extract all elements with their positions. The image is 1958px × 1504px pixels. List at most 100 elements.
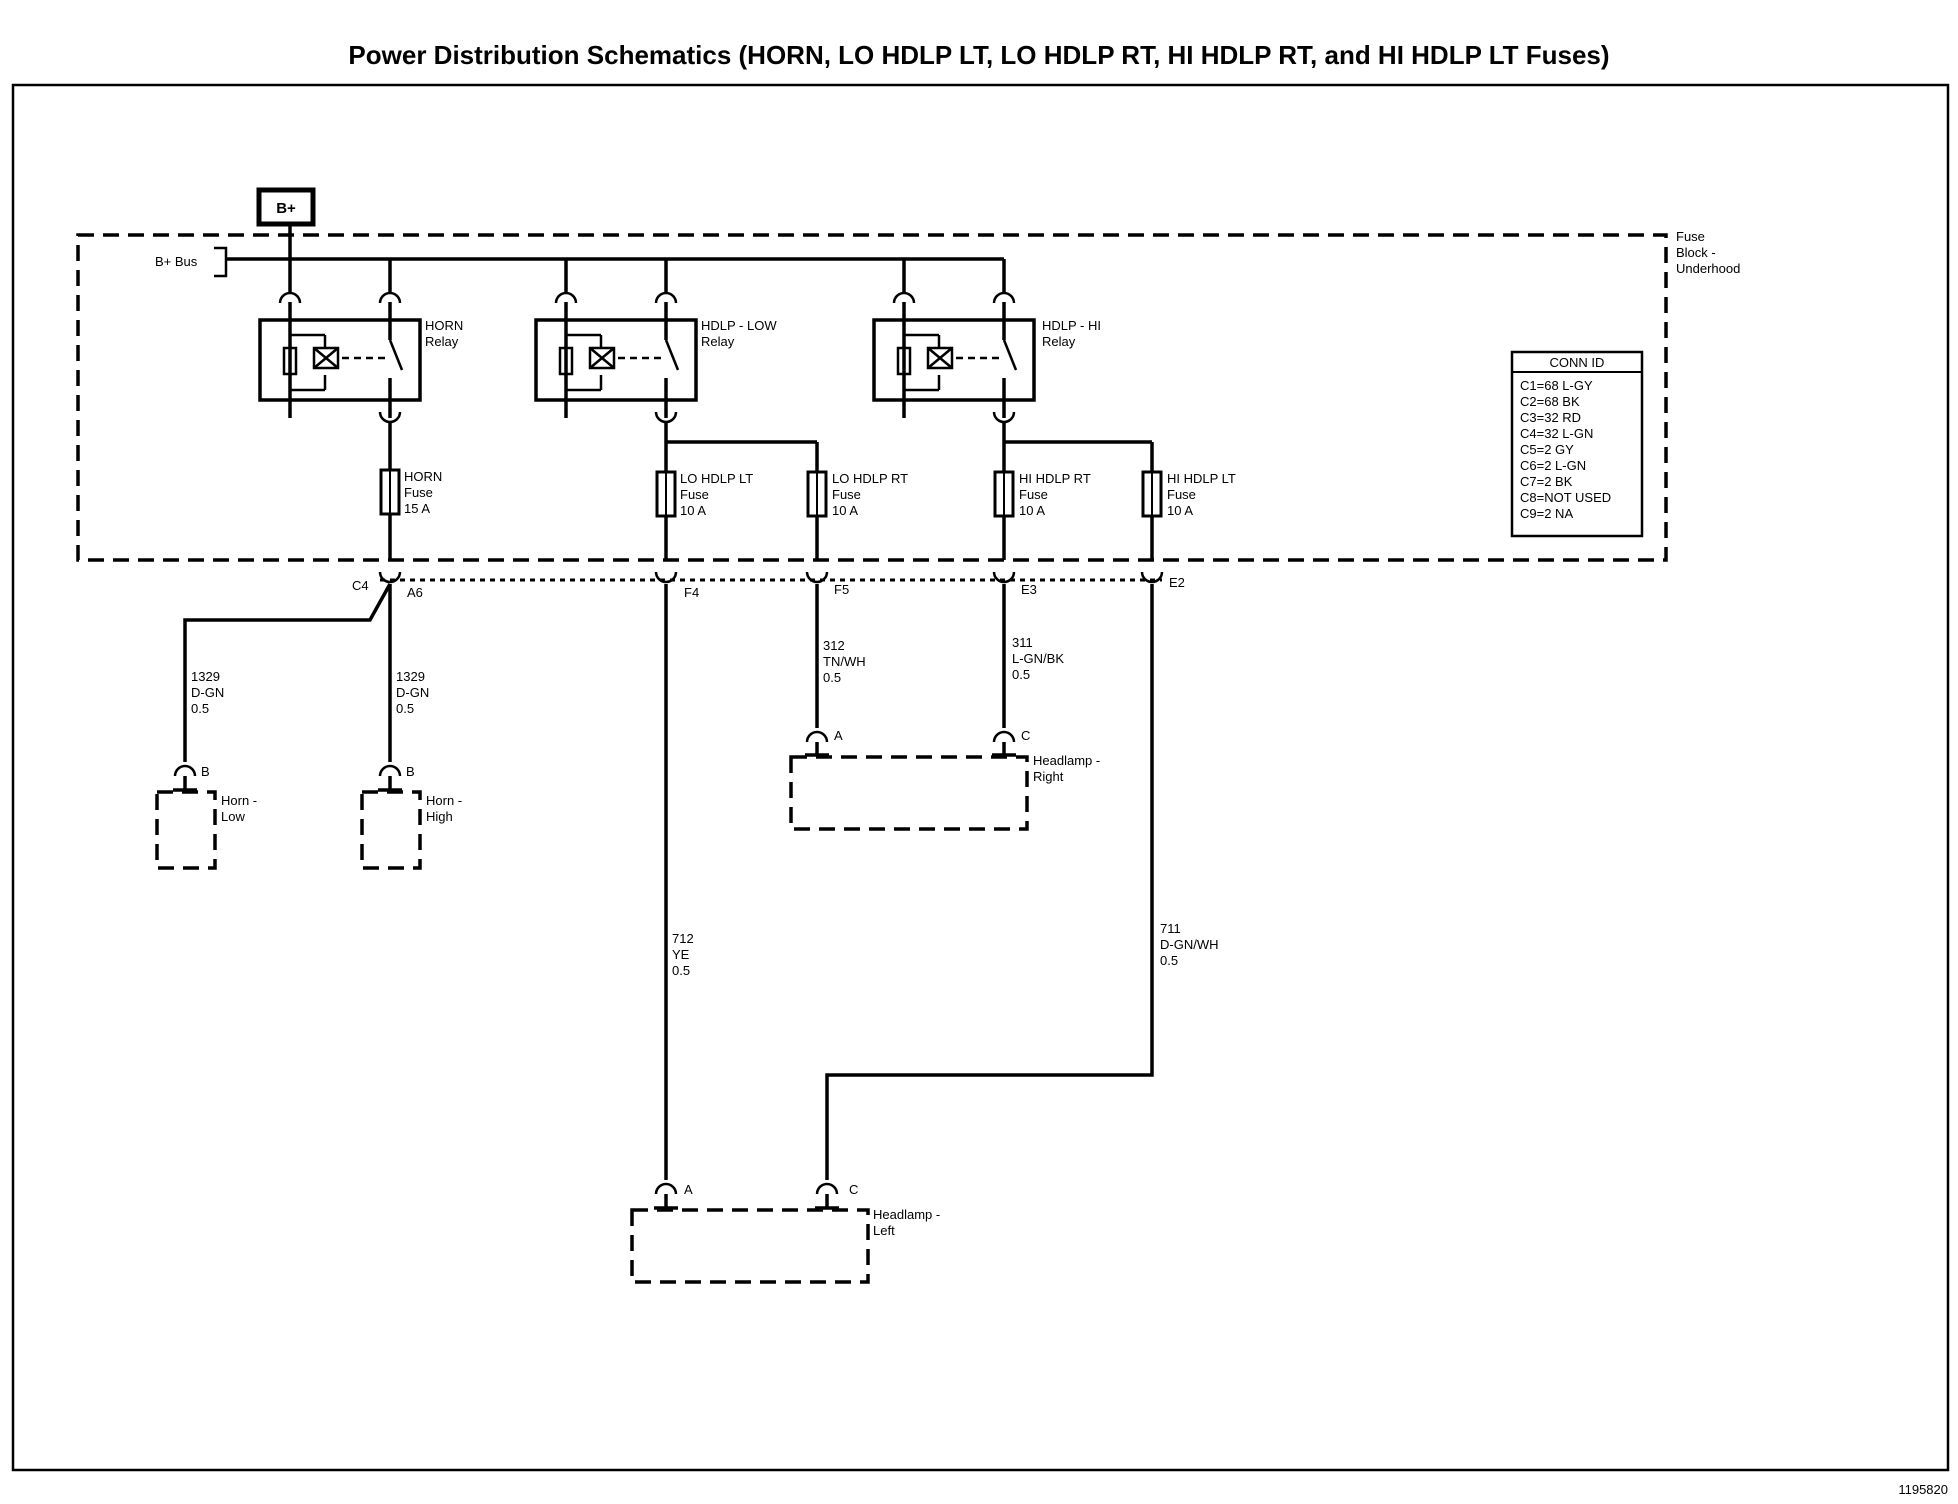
battery-source-label: B+ — [276, 200, 296, 217]
lo-hdlp-lt-fuse-type: Fuse — [680, 487, 709, 502]
wire-1329-low-circuit: 1329 — [191, 669, 220, 684]
pin-e2: E2 — [1169, 575, 1185, 590]
wire-312: 312 TN/WH 0.5 — [815, 584, 866, 728]
conn-id-row: C7=2 BK — [1520, 474, 1573, 489]
horn-low-pin: B — [201, 764, 210, 779]
conn-id-row: C6=2 L-GN — [1520, 458, 1586, 473]
conn-id-row: C5=2 GY — [1520, 442, 1574, 457]
conn-id-row: C4=32 L-GN — [1520, 426, 1593, 441]
headlamp-left-label-line1: Headlamp - — [873, 1207, 940, 1222]
lo-hdlp-rt-fuse-name: LO HDLP RT — [832, 471, 908, 486]
lo-hdlp-rt-fuse: LO HDLP RT Fuse 10 A — [806, 470, 908, 518]
figure-id: 1195820 — [1898, 1482, 1948, 1497]
horn-fuse-rating: 15 A — [404, 501, 430, 516]
wire-1329-low-color: D-GN — [191, 685, 224, 700]
horn-relay-label-line2: Relay — [425, 334, 459, 349]
wire-711: 711 D-GN/WH 0.5 — [825, 584, 1219, 1180]
wire-712-size: 0.5 — [672, 963, 690, 978]
wire-1329-horn-high: 1329 D-GN 0.5 — [388, 584, 429, 762]
hdlp-hi-relay-label-line2: Relay — [1042, 334, 1076, 349]
fuse-block-label-line1: Fuse — [1676, 229, 1705, 244]
wire-311-size: 0.5 — [1012, 667, 1030, 682]
hdlp-hi-relay-label-line1: HDLP - HI — [1042, 318, 1101, 333]
wire-311-circuit: 311 — [1012, 635, 1033, 650]
wire-1329-low-size: 0.5 — [191, 701, 209, 716]
horn-fuse-type: Fuse — [404, 485, 433, 500]
wire-312-size: 0.5 — [823, 670, 841, 685]
conn-id-row: C9=2 NA — [1520, 506, 1573, 521]
hi-hdlp-rt-fuse: HI HDLP RT Fuse 10 A — [993, 470, 1091, 518]
horn-low-label-line1: Horn - — [221, 793, 257, 808]
horn-low-label-line2: Low — [221, 809, 245, 824]
wire-1329-horn-low: 1329 D-GN 0.5 — [183, 583, 392, 762]
hi-hdlp-rt-fuse-name: HI HDLP RT — [1019, 471, 1091, 486]
horn-high-pin: B — [406, 764, 415, 779]
headlamp-right-pin-a: A — [834, 728, 843, 743]
fuse-block-label-line2: Block - — [1676, 245, 1716, 260]
fuse-block-label: Fuse Block - Underhood — [1676, 229, 1740, 276]
b-plus-bus: B+ Bus — [155, 246, 1016, 305]
headlamp-left-pin-c: C — [849, 1182, 858, 1197]
horn-low: B Horn - Low — [155, 764, 257, 870]
headlamp-right: A C Headlamp - Right — [789, 728, 1100, 831]
wire-711-size: 0.5 — [1160, 953, 1178, 968]
lo-hdlp-lt-fuse-name: LO HDLP LT — [680, 471, 753, 486]
hdlp-low-relay-label-line1: HDLP - LOW — [701, 318, 777, 333]
wire-712-circuit: 712 — [672, 931, 694, 946]
wire-711-color: D-GN/WH — [1160, 937, 1219, 952]
pin-e3: E3 — [1021, 582, 1037, 597]
headlamp-right-pin-c: C — [1021, 728, 1030, 743]
conn-id-row: C3=32 RD — [1520, 410, 1581, 425]
b-plus-bus-label: B+ Bus — [155, 254, 198, 269]
conn-id-row: C2=68 BK — [1520, 394, 1580, 409]
headlamp-left-label-line2: Left — [873, 1223, 895, 1238]
headlamp-left: A C Headlamp - Left — [630, 1182, 940, 1284]
horn-high: B Horn - High — [360, 764, 462, 870]
horn-fuse-name: HORN — [404, 469, 442, 484]
headlamp-left-pin-a: A — [684, 1182, 693, 1197]
wire-311-color: L-GN/BK — [1012, 651, 1064, 666]
connector-c4: C4 A6 F4 F5 E3 E2 — [352, 570, 1185, 600]
lo-hdlp-lt-fuse-rating: 10 A — [680, 503, 706, 518]
hi-hdlp-lt-fuse-name: HI HDLP LT — [1167, 471, 1236, 486]
hdlp-low-relay-label-line2: Relay — [701, 334, 735, 349]
horn-high-label-line2: High — [426, 809, 453, 824]
horn-high-label-line1: Horn - — [426, 793, 462, 808]
wire-311: 311 L-GN/BK 0.5 — [1002, 584, 1064, 728]
diagram-frame — [11, 83, 1950, 1472]
hdlp-low-relay: HDLP - LOW Relay — [534, 300, 777, 420]
wire-1329-high-size: 0.5 — [396, 701, 414, 716]
horn-relay-label-line1: HORN — [425, 318, 463, 333]
hi-hdlp-lt-fuse-type: Fuse — [1167, 487, 1196, 502]
horn-relay: HORN Relay — [258, 300, 463, 420]
battery-source: B+ — [256, 187, 316, 259]
hi-hdlp-rt-fuse-rating: 10 A — [1019, 503, 1045, 518]
wire-1329-high-circuit: 1329 — [396, 669, 425, 684]
wire-1329-high-color: D-GN — [396, 685, 429, 700]
fuse-block-label-line3: Underhood — [1676, 261, 1740, 276]
headlamp-right-label-line1: Headlamp - — [1033, 753, 1100, 768]
wire-712-color: YE — [672, 947, 690, 962]
pin-a6: A6 — [407, 585, 423, 600]
wire-312-color: TN/WH — [823, 654, 866, 669]
wire-711-circuit: 711 — [1160, 921, 1181, 936]
lo-hdlp-rt-fuse-type: Fuse — [832, 487, 861, 502]
conn-id-row: C8=NOT USED — [1520, 490, 1611, 505]
wire-312-circuit: 312 — [823, 638, 845, 653]
lo-hdlp-rt-fuse-rating: 10 A — [832, 503, 858, 518]
fuse-block-outline — [76, 233, 1668, 562]
conn-id-header: CONN ID — [1550, 355, 1605, 370]
diagram-title: Power Distribution Schematics (HORN, LO … — [348, 40, 1609, 70]
pin-f5: F5 — [834, 582, 849, 597]
hi-hdlp-lt-fuse-rating: 10 A — [1167, 503, 1193, 518]
hdlp-hi-relay: HDLP - HI Relay — [872, 300, 1101, 420]
pin-f4: F4 — [684, 585, 699, 600]
horn-fuse: HORN Fuse 15 A — [379, 468, 442, 516]
connector-c4-label: C4 — [352, 578, 369, 593]
headlamp-right-label-line2: Right — [1033, 769, 1064, 784]
hi-hdlp-rt-fuse-type: Fuse — [1019, 487, 1048, 502]
hi-hdlp-lt-fuse: HI HDLP LT Fuse 10 A — [1141, 470, 1236, 518]
conn-id-table: CONN ID C1=68 L-GY C2=68 BK C3=32 RD C4=… — [1510, 350, 1644, 538]
conn-id-row: C1=68 L-GY — [1520, 378, 1593, 393]
